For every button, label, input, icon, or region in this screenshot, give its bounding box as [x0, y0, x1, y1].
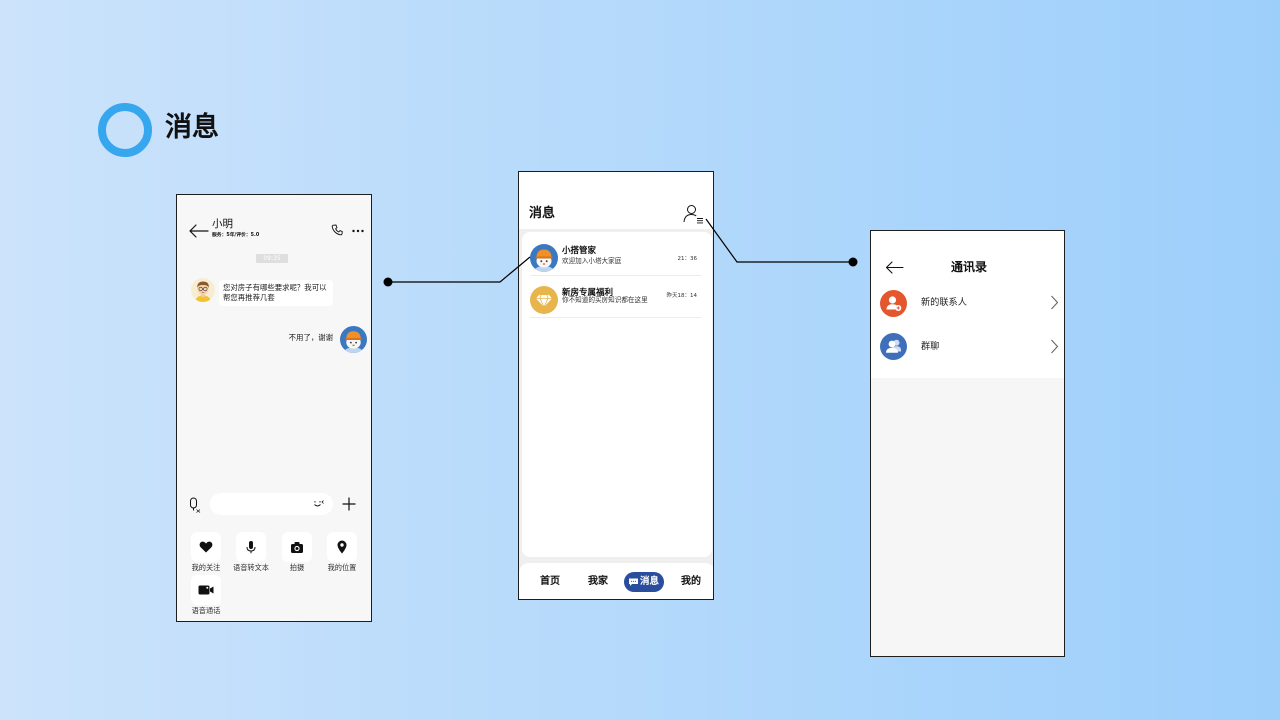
tool-voice-call-button[interactable] [191, 575, 221, 605]
plus-icon[interactable] [342, 497, 356, 511]
conversation-list [522, 232, 712, 557]
tab-messages[interactable]: 消息 [624, 572, 664, 592]
section-title: 消息 [165, 112, 219, 143]
section-ring-icon [98, 103, 152, 157]
diamond-icon[interactable] [530, 286, 558, 314]
connector-dot [848, 257, 858, 267]
chat-bubble-icon [629, 578, 638, 586]
phone-icon[interactable] [331, 224, 343, 236]
heart-icon [199, 541, 213, 553]
chat-screen: 小明 服务：5年/评价：5.0 09:35 您对房子有哪些要求呢？我 [176, 194, 372, 622]
conversation-time: 昨天18：14 [666, 292, 698, 299]
back-arrow-icon[interactable] [885, 260, 904, 274]
connector-chat-to-list [388, 256, 531, 283]
tab-mine[interactable]: 我的 [681, 576, 701, 587]
tab-my-home[interactable]: 我家 [588, 576, 608, 587]
tab-home[interactable]: 首页 [540, 576, 560, 587]
contacts-screen: 通讯录 新的联系人 群聊 [870, 230, 1065, 657]
back-arrow-icon[interactable] [188, 224, 209, 238]
tool-speech-to-text-label: 语音转文本 [233, 563, 269, 572]
add-contact-icon[interactable] [880, 290, 907, 317]
butler-avatar-icon[interactable] [530, 244, 558, 272]
contacts-item-group-chat[interactable]: 群聊 [921, 340, 940, 352]
user-avatar[interactable] [340, 326, 367, 353]
contact-meta: 服务：5年/评价：5.0 [212, 233, 260, 238]
contacts-title: 通讯录 [950, 260, 987, 274]
group-icon[interactable] [880, 333, 907, 360]
tool-location-button[interactable] [327, 532, 357, 562]
contact-name: 小明 [212, 218, 233, 230]
camera-icon [291, 542, 303, 553]
chevron-right-icon[interactable] [1050, 339, 1059, 354]
conversation-preview: 欢迎加入小塔大家庭 [562, 257, 622, 265]
outgoing-message-text: 不用了，谢谢 [288, 333, 333, 342]
tool-voice-call-label: 语音通话 [191, 606, 221, 615]
list-divider [530, 275, 701, 276]
message-input[interactable] [210, 493, 333, 515]
message-list-screen: 消息 小搭管家 欢迎加入小塔大家庭 21：36 [518, 171, 714, 600]
conversation-preview: 你不知道的买房知识都在这里 [562, 296, 648, 304]
tool-location-label: 我的位置 [327, 563, 357, 572]
agent-avatar[interactable] [191, 278, 215, 302]
location-icon [337, 540, 347, 554]
video-call-icon [198, 585, 214, 595]
message-list-title: 消息 [529, 206, 556, 221]
tool-camera-label: 拍摄 [289, 563, 305, 572]
voice-icon[interactable] [188, 497, 201, 513]
conversation-name[interactable]: 小搭管家 [562, 246, 597, 256]
conversation-name[interactable]: 新房专属福利 [562, 288, 614, 298]
contacts-item-new-contact[interactable]: 新的联系人 [921, 296, 967, 308]
more-icon[interactable] [352, 229, 364, 233]
contacts-icon[interactable] [683, 204, 705, 224]
message-timestamp: 09:35 [256, 254, 288, 263]
list-divider [530, 317, 701, 318]
tool-follow-label: 我的关注 [191, 563, 221, 572]
tab-messages-label: 消息 [640, 576, 660, 587]
emoji-icon[interactable] [313, 498, 325, 509]
tool-camera-button[interactable] [282, 532, 312, 562]
tool-follow-button[interactable] [191, 532, 221, 562]
bottom-tab-bar [519, 563, 713, 599]
incoming-message-bubble: 您对房子有哪些要求呢？我可以帮您再推荐几套 [219, 280, 333, 306]
message-list-header [519, 172, 713, 229]
tool-speech-to-text-button[interactable] [236, 532, 266, 562]
connector-list-to-contacts [705, 218, 853, 263]
connector-dot [383, 277, 393, 287]
conversation-time: 21：36 [677, 255, 698, 262]
chevron-right-icon[interactable] [1050, 295, 1059, 310]
mic-icon [246, 541, 256, 554]
